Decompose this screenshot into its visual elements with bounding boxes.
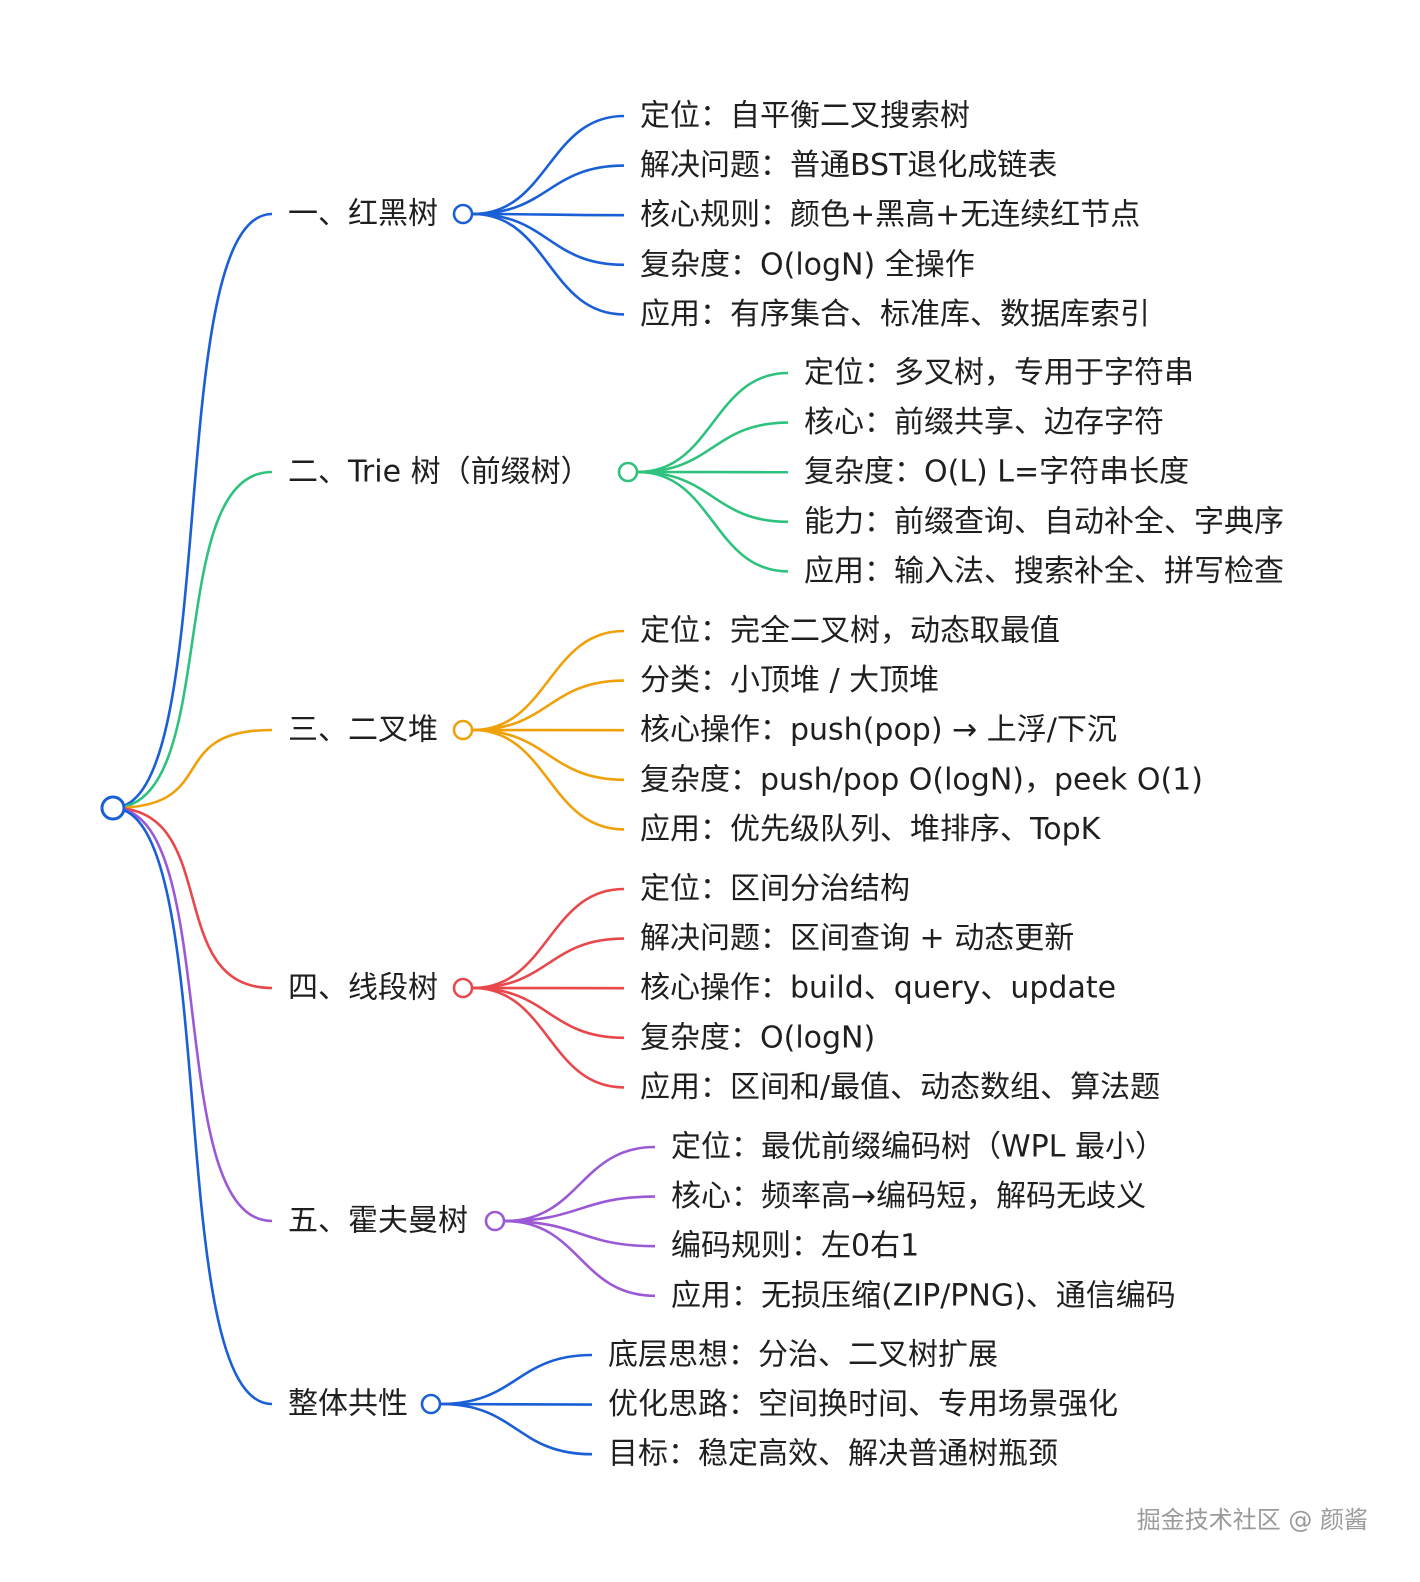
branch-child-connector (472, 114, 625, 216)
child-node-label: 能力：前缀查询、自动补全、字典序 (804, 504, 1284, 539)
child-node-label: 应用：输入法、搜索补全、拼写检查 (804, 554, 1284, 589)
root-node-circle[interactable] (100, 795, 126, 821)
root-branch-connector (112, 806, 273, 1223)
branch-child-connector (637, 421, 789, 474)
child-node-label: 应用：有序集合、标准库、数据库索引 (640, 297, 1150, 332)
root-branch-connector (112, 806, 273, 990)
root-branch-connector (112, 728, 273, 810)
branch-toggle-circle[interactable] (452, 719, 474, 741)
child-node-label: 解决问题：区间查询 + 动态更新 (640, 921, 1074, 956)
branch-child-connector (472, 728, 625, 782)
branch-child-connector (472, 164, 625, 216)
child-node-label: 应用：无损压缩(ZIP/PNG)、通信编码 (671, 1278, 1176, 1313)
branch-child-connector (472, 212, 625, 267)
branch-child-connector (472, 629, 625, 732)
branch-child-connector (440, 1353, 593, 1406)
branch-toggle-circle[interactable] (452, 203, 474, 225)
child-node-label: 应用：优先级队列、堆排序、TopK (640, 812, 1102, 847)
child-node-label: 核心：前缀共享、边存字符 (804, 405, 1164, 440)
branch-child-connector (472, 212, 625, 316)
mind-map-edges (112, 114, 789, 1456)
child-node-label: 定位：自平衡二叉搜索树 (640, 99, 970, 134)
branch-child-connector (472, 887, 625, 990)
branch-toggle-circle[interactable] (452, 977, 474, 999)
root-branch-connector (112, 470, 273, 810)
branch-child-connector (504, 1219, 656, 1248)
child-node-label: 核心：频率高→编码短，解码无歧义 (671, 1179, 1146, 1214)
child-node-label: 定位：多叉树，专用于字符串 (804, 356, 1194, 391)
child-node-label: 编码规则：左0右1 (671, 1229, 919, 1264)
child-node-label: 优化思路：空间换时间、专用场景强化 (608, 1387, 1118, 1422)
branch-child-connector (472, 986, 625, 1089)
branch-child-connector (504, 1219, 656, 1298)
child-node-label: 底层思想：分治、二叉树扩展 (608, 1338, 998, 1373)
branch-child-connector (637, 470, 789, 573)
branch-toggle-circle[interactable] (484, 1210, 506, 1232)
branch-label: 四、线段树 (288, 971, 438, 1006)
child-node-label: 核心操作：push(pop) → 上浮/下沉 (640, 713, 1117, 748)
branch-toggle-circle[interactable] (420, 1393, 442, 1415)
branch-child-connector (472, 212, 625, 217)
branch-child-connector (472, 986, 625, 1040)
child-node-label: 复杂度：O(logN) (640, 1020, 875, 1055)
branch-label: 一、红黑树 (288, 197, 438, 232)
child-node-label: 分类：小顶堆 / 大顶堆 (640, 663, 939, 698)
child-node-label: 目标：稳定高效、解决普通树瓶颈 (608, 1437, 1058, 1472)
branch-child-connector (440, 1402, 593, 1456)
branch-child-connector (504, 1145, 656, 1223)
branch-child-connector (637, 371, 789, 474)
child-node-label: 核心规则：颜色+黑高+无连续红节点 (640, 198, 1140, 233)
branch-label: 三、二叉堆 (288, 713, 438, 748)
branch-child-connector (637, 470, 789, 524)
branch-label: 五、霍夫曼树 (288, 1204, 468, 1239)
branch-child-connector (472, 679, 625, 732)
branch-child-connector (440, 1402, 593, 1406)
child-node-label: 复杂度：push/pop O(logN)，peek O(1) (640, 762, 1203, 797)
child-node-label: 核心操作：build、query、update (640, 971, 1116, 1006)
branch-child-connector (472, 937, 625, 990)
child-node-label: 定位：最优前缀编码树（WPL 最小） (671, 1130, 1165, 1165)
child-node-label: 复杂度：O(L) L=字符串长度 (804, 455, 1189, 490)
watermark: 掘金技术社区 @ 颜酱 (1136, 1506, 1368, 1534)
branch-label: 二、Trie 树（前缀树） (288, 455, 591, 490)
child-node-label: 应用：区间和/最值、动态数组、算法题 (640, 1070, 1160, 1105)
branch-toggle-circle[interactable] (617, 461, 639, 483)
child-node-label: 定位：完全二叉树，动态取最值 (640, 614, 1060, 649)
child-node-label: 解决问题：普通BST退化成链表 (640, 148, 1057, 183)
branch-child-connector (504, 1195, 656, 1223)
branch-child-connector (472, 728, 625, 831)
child-node-label: 复杂度：O(logN) 全操作 (640, 247, 975, 282)
child-node-label: 定位：区间分治结构 (640, 872, 910, 907)
mind-map-nodes: 一、红黑树 定位：自平衡二叉搜索树解决问题：普通BST退化成链表核心规则：颜色+黑… (100, 99, 1284, 1472)
root-branch-connector (112, 806, 273, 1406)
branch-label: 整体共性 (288, 1387, 408, 1422)
root-branch-connector (112, 212, 273, 810)
